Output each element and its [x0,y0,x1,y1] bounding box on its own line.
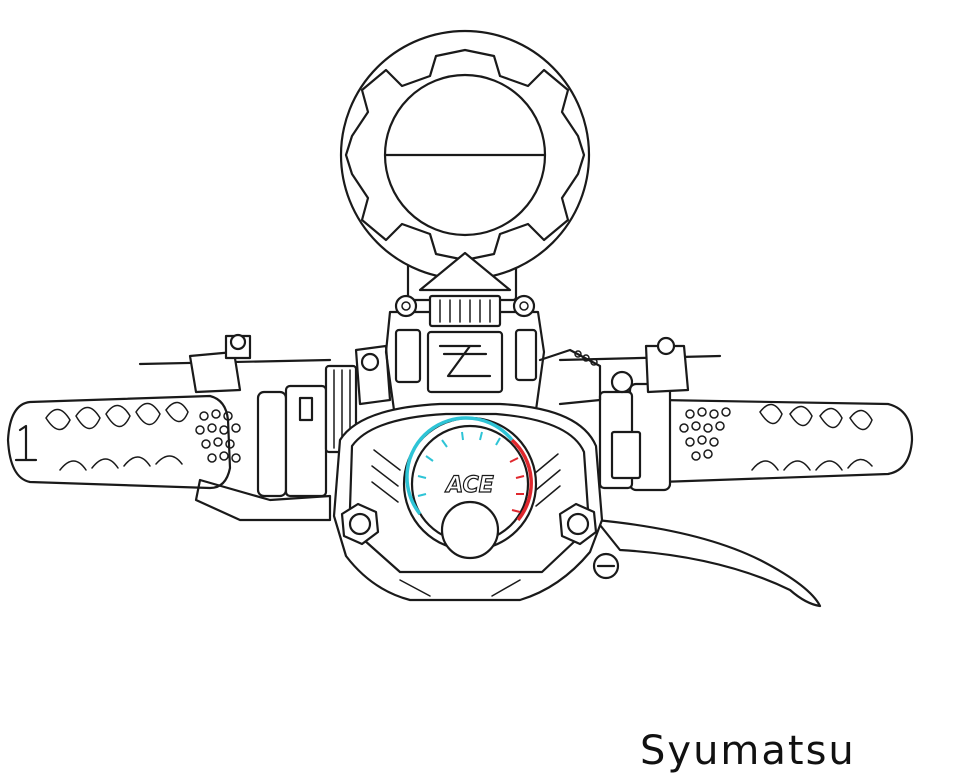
artist-signature: Syumatsu [640,728,856,774]
center-clamp [354,294,602,412]
left-grip [6,333,358,522]
speedometer-gauge-icon: ACE [332,402,604,602]
signature-text: Syumatsu [640,728,856,774]
gauge-logo-text: ACE [444,473,494,498]
compass-dial-icon [339,29,591,302]
right-grip [558,336,914,608]
